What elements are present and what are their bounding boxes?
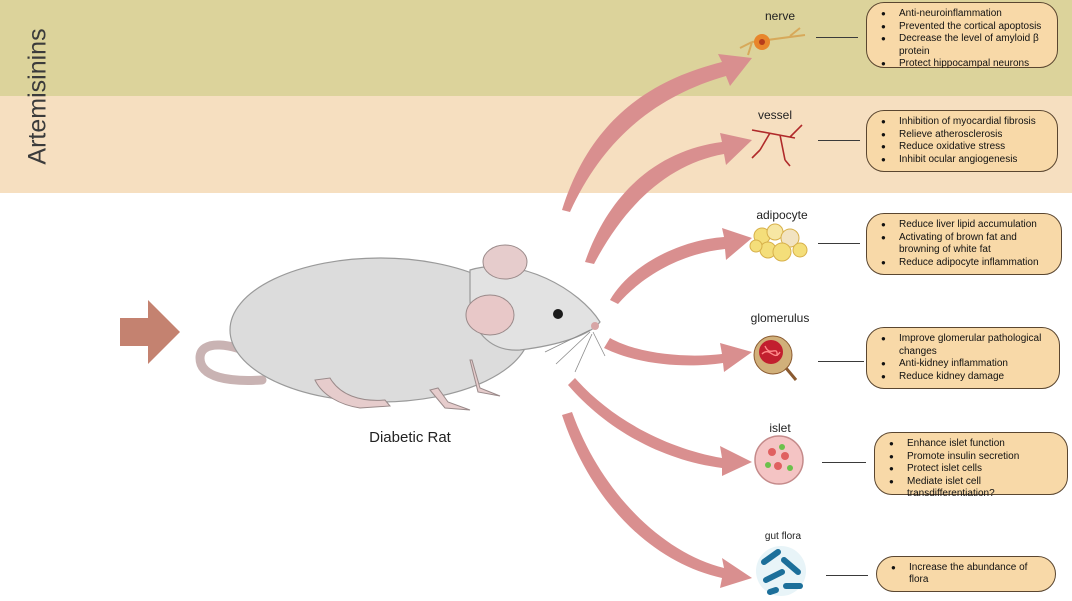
organ-label-vessel: vessel (757, 108, 792, 122)
pancreatic-islet-icon (754, 435, 804, 485)
fat-cells-icon (749, 223, 808, 262)
effect-item: Enhance islet function (889, 438, 1057, 451)
effect-item: Protect hippocampal neurons (881, 58, 1047, 71)
rat-ear-front (465, 294, 515, 336)
effect-item: Decrease the level of amyloid β protein (881, 33, 1047, 58)
rat-middle-leg (429, 387, 471, 411)
effect-item: Inhibit ocular angiogenesis (881, 154, 1047, 167)
effects-list-islet: Enhance islet function Promote insulin s… (889, 438, 1057, 501)
effect-item: Reduce oxidative stress (881, 141, 1047, 154)
connector-glomerulus (818, 361, 864, 362)
effect-item: Reduce liver lipid accumulation (881, 219, 1051, 232)
effects-list-glomerulus: Improve glomerular pathological changes … (881, 333, 1049, 383)
rat-whiskers (544, 329, 606, 373)
arrow-to-adipocyte (610, 228, 752, 304)
effect-item: Reduce kidney damage (881, 371, 1049, 384)
arrow-to-islet (568, 378, 752, 476)
effect-item: Reduce adipocyte inflammation (881, 257, 1051, 270)
effect-item: Anti-kidney inflammation (881, 358, 1049, 371)
rat-eye (553, 309, 563, 319)
effect-item: Increase the abundance of flora (891, 562, 1045, 587)
organ-label-islet: islet (769, 421, 791, 435)
effect-item: Anti-neuroinflammation (881, 8, 1047, 21)
connector-islet (822, 462, 866, 463)
connector-adipocyte (818, 243, 860, 244)
effects-box-glomerulus: Improve glomerular pathological changes … (866, 327, 1060, 389)
arrow-to-gut-flora (562, 412, 752, 588)
effects-list-vessel: Inhibition of myocardial fibrosis Reliev… (881, 116, 1047, 166)
rat-hind-leg (314, 377, 392, 409)
arrow-to-glomerulus (604, 338, 752, 372)
arrow-to-nerve (562, 54, 752, 212)
organ-label-glomerulus: glomerulus (750, 311, 810, 325)
bacteria-icon (756, 546, 806, 596)
effects-list-nerve: Anti-neuroinflammation Prevented the cor… (881, 8, 1047, 71)
effects-list-adipocyte: Reduce liver lipid accumulation Activati… (881, 219, 1051, 269)
organ-label-adipocyte: adipocyte (756, 208, 808, 222)
effect-item: Improve glomerular pathological changes (881, 333, 1049, 358)
organ-label-gut-flora: gut flora (764, 531, 802, 542)
rat-front-leg (469, 359, 501, 397)
connector-nerve (816, 37, 858, 38)
effect-item: Mediate islet cell transdifferentiation? (889, 476, 1057, 501)
effect-item: Relieve atherosclerosis (881, 129, 1047, 142)
effects-box-adipocyte: Reduce liver lipid accumulation Activati… (866, 213, 1062, 275)
rat-ear-back (482, 244, 528, 280)
effects-box-islet: Enhance islet function Promote insulin s… (874, 432, 1068, 499)
blood-vessel-icon (751, 124, 803, 167)
connector-gut-flora (826, 575, 868, 576)
effects-list-gut-flora: Increase the abundance of flora (891, 562, 1045, 587)
diabetic-rat-illustration (195, 244, 606, 411)
effects-box-gut-flora: Increase the abundance of flora (876, 556, 1056, 592)
effect-item: Activating of brown fat and browning of … (881, 232, 1051, 257)
neuron-icon (739, 27, 806, 56)
effect-item: Promote insulin secretion (889, 451, 1057, 464)
effect-item: Protect islet cells (889, 463, 1057, 476)
effect-item: Inhibition of myocardial fibrosis (881, 116, 1047, 129)
kidney-glomerulus-icon (753, 335, 798, 381)
rat-label: Diabetic Rat (369, 429, 451, 446)
effect-item: Prevented the cortical apoptosis (881, 21, 1047, 34)
effects-box-vessel: Inhibition of myocardial fibrosis Reliev… (866, 110, 1058, 172)
arrow-to-vessel (585, 133, 752, 264)
connector-vessel (818, 140, 860, 141)
main-arrow (120, 300, 180, 364)
organ-label-nerve: nerve (764, 9, 796, 23)
effects-box-nerve: Anti-neuroinflammation Prevented the cor… (866, 2, 1058, 71)
